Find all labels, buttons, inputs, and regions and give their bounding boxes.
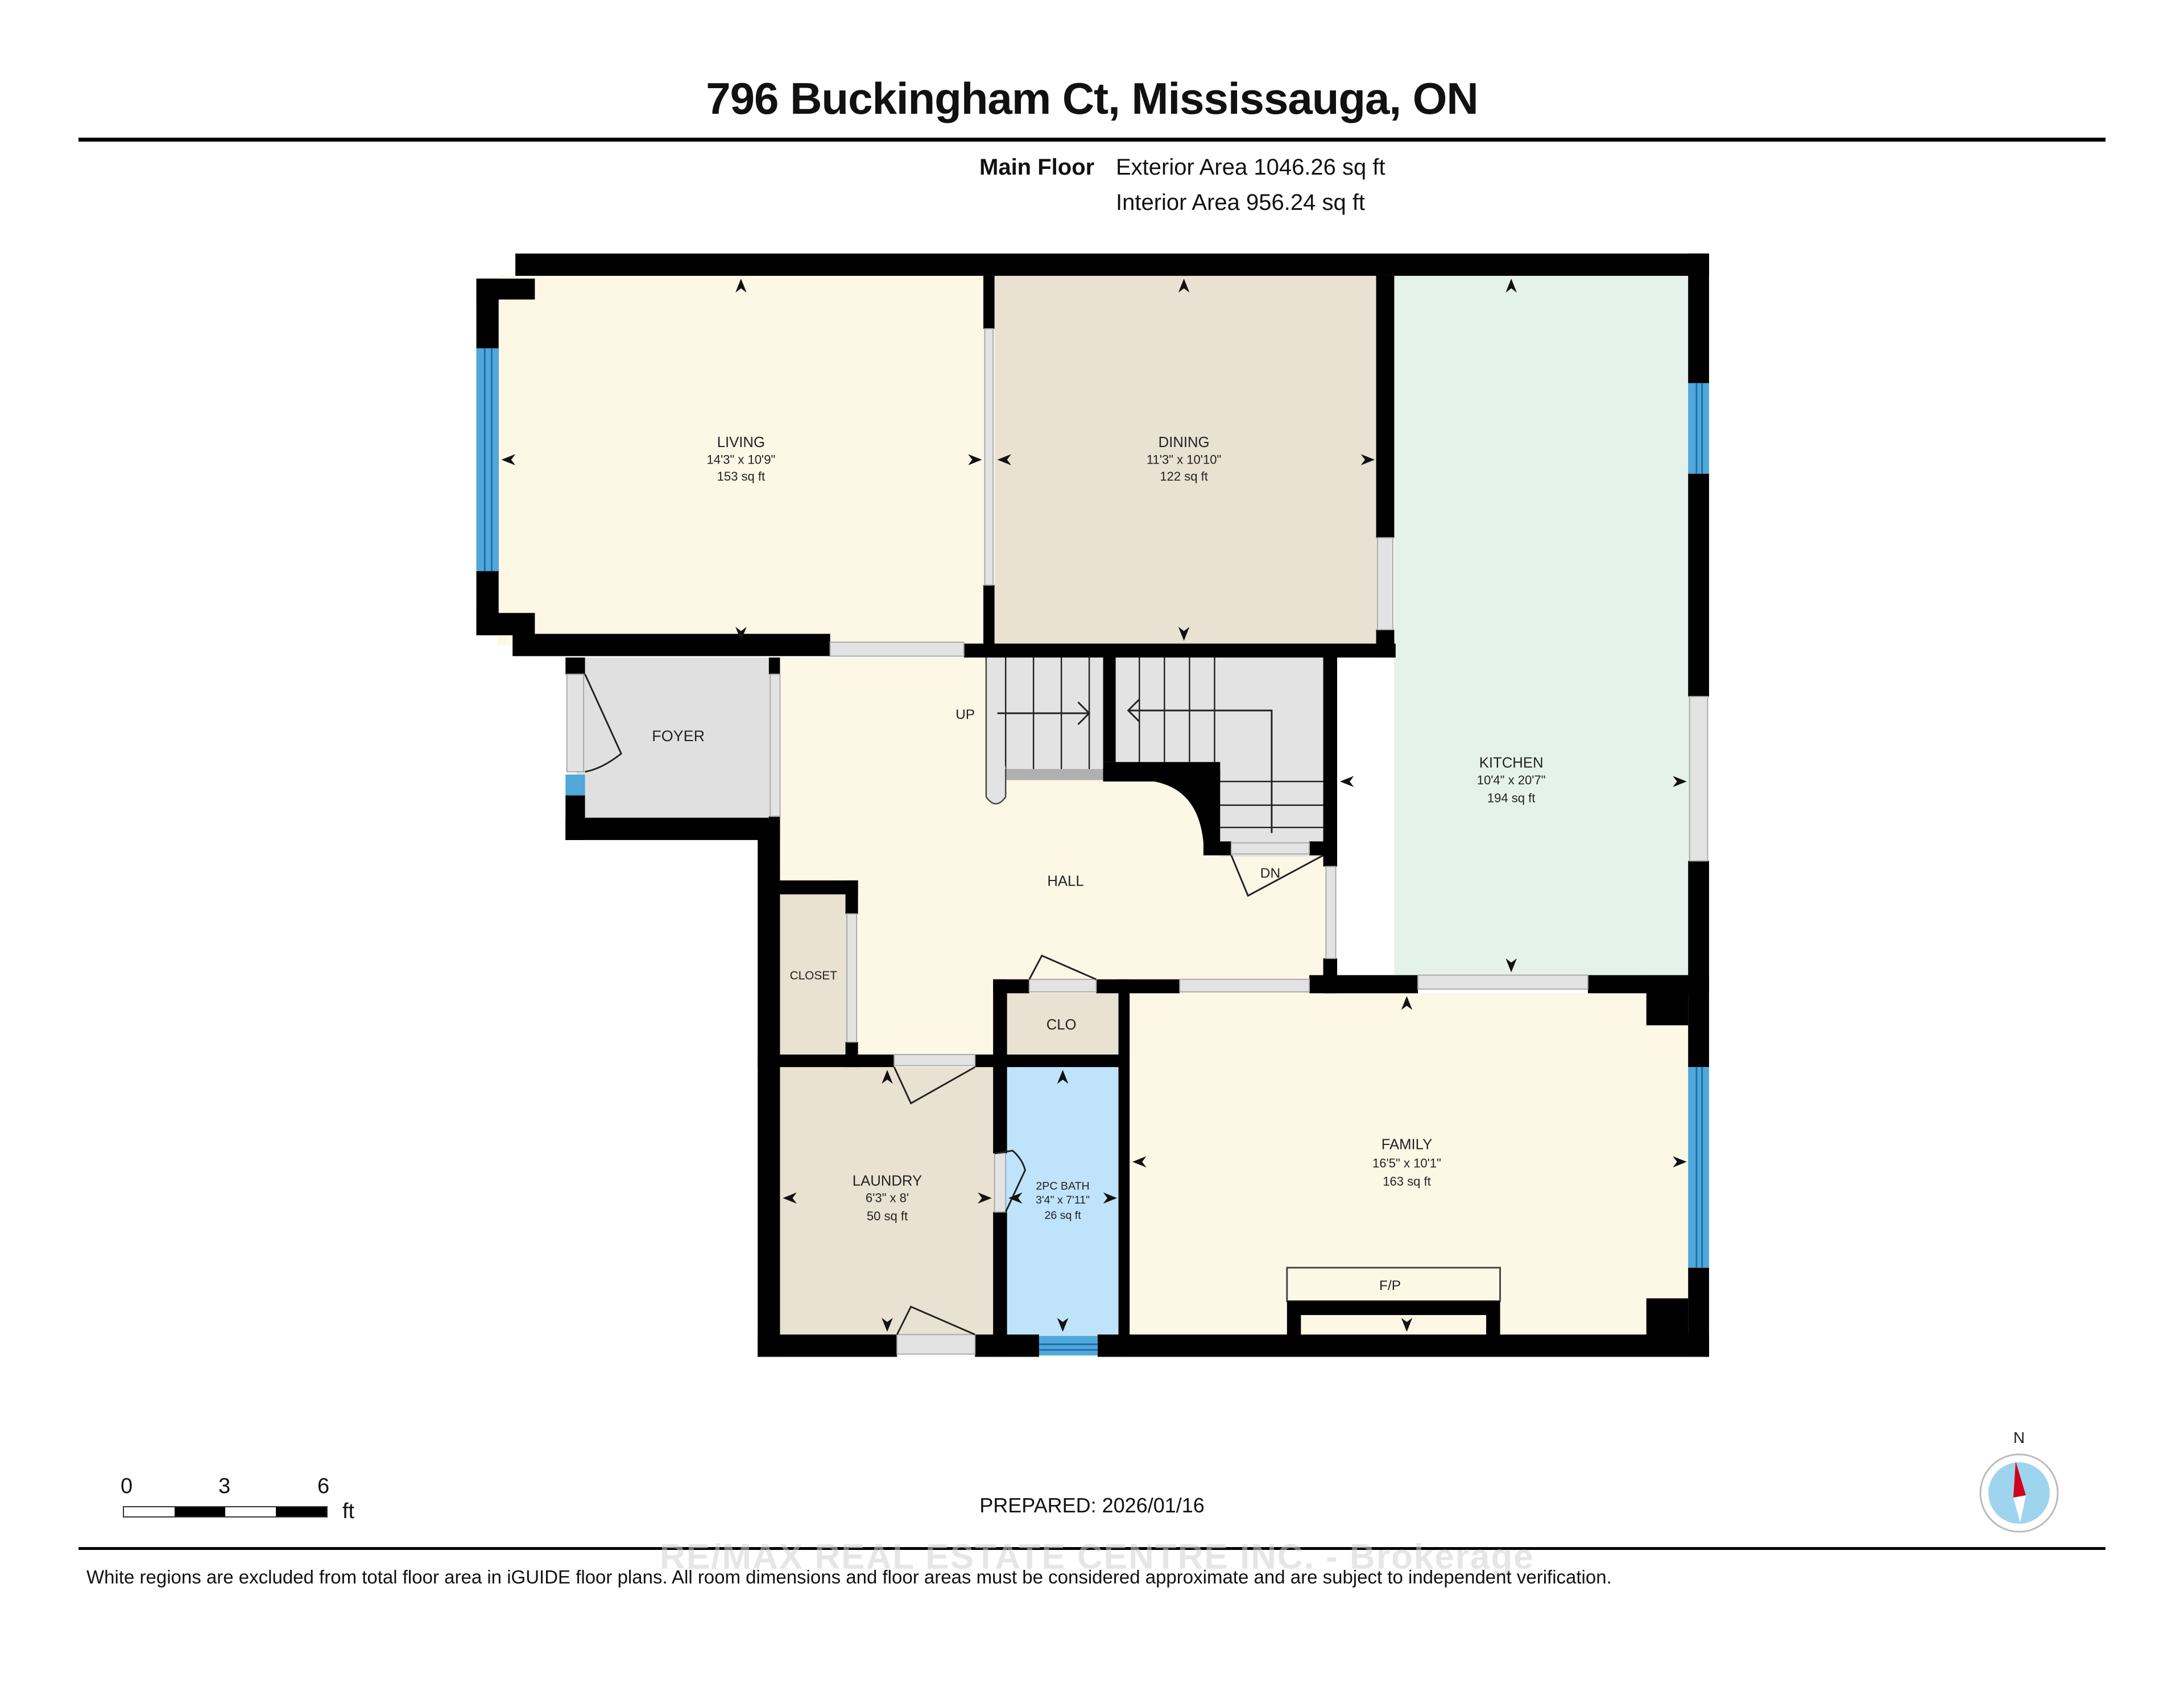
window-foyer (565, 774, 585, 796)
window-bath (1039, 1335, 1098, 1356)
exterior-area: Exterior Area 1046.26 sq ft (1116, 155, 1385, 180)
door-clo (1028, 954, 1097, 981)
window-family (1688, 1067, 1709, 1268)
walls (476, 253, 1709, 1357)
interior-area: Interior Area 956.24 sq ft (1116, 190, 1366, 215)
label-closet: CLOSET (790, 969, 838, 982)
scale-unit: ft (342, 1499, 355, 1523)
room-living (497, 275, 985, 645)
floor-name: Main Floor (979, 155, 1095, 180)
scale-bar: 0 3 6 ft (121, 1474, 359, 1525)
room-foyer (576, 658, 772, 820)
brokerage-watermark: RE/MAX REAL ESTATE CENTRE INC. - Brokera… (660, 1537, 1534, 1577)
room-laundry (780, 1067, 995, 1336)
label-bath: 2PC BATH (1036, 1180, 1089, 1193)
area-bath: 26 sq ft (1044, 1209, 1081, 1222)
page-title: 796 Buckingham Ct, Mississauga, ON (706, 73, 1478, 123)
disclaimer-text: White regions are excluded from total fl… (86, 1566, 1612, 1587)
svg-text:N: N (2013, 1429, 2025, 1446)
dims-living: 14'3" x 10'9" (706, 453, 775, 467)
label-hall: HALL (1047, 874, 1083, 890)
label-stairs-down: DN (1260, 866, 1280, 881)
area-kitchen: 194 sq ft (1487, 791, 1536, 805)
openings (566, 328, 1709, 1355)
label-living: LIVING (717, 435, 765, 450)
dims-bath: 3'4" x 7'11" (1036, 1194, 1090, 1206)
compass-north-needle (2013, 1461, 2026, 1498)
dims-dining: 11'3" x 10'10" (1147, 453, 1221, 467)
area-laundry: 50 sq ft (867, 1209, 908, 1223)
label-foyer: FOYER (652, 727, 705, 745)
scale-tick-0: 0 (121, 1474, 133, 1498)
handrail (985, 658, 1007, 805)
dims-laundry: 6'3" x 8' (866, 1191, 909, 1205)
area-dining: 122 sq ft (1160, 469, 1208, 483)
door-swings (584, 673, 1324, 1335)
stairs-down-arrow (1127, 698, 1273, 833)
door-laundry (893, 1066, 976, 1105)
label-kitchen: KITCHEN (1479, 755, 1544, 771)
windows (476, 348, 1709, 1356)
dims-family: 16'5" x 10'1" (1372, 1156, 1441, 1170)
scale-bar-graphic (123, 1506, 328, 1518)
door-laundry-exterior (896, 1305, 975, 1335)
label-fireplace: F/P (1379, 1278, 1401, 1293)
room-fills (497, 275, 1690, 1336)
prepared-date: PREPARED: 2026/01/16 (979, 1494, 1205, 1517)
label-dining: DINING (1159, 435, 1210, 450)
door-bath (994, 1150, 1027, 1213)
label-laundry: LAUNDRY (853, 1173, 922, 1189)
door-stairs-down (1230, 854, 1324, 897)
stair-landing-step (1006, 768, 1103, 780)
label-family: FAMILY (1381, 1137, 1433, 1153)
dimension-markers (501, 278, 1687, 1332)
label-stairs-up: UP (956, 707, 975, 722)
room-dining (994, 275, 1378, 645)
room-clo (1006, 993, 1120, 1056)
footer-divider (78, 1547, 2106, 1550)
scale-tick-6: 6 (317, 1474, 330, 1498)
stairs (985, 658, 1325, 857)
stairs-up-arrow (997, 701, 1091, 725)
room-bath (1006, 1067, 1120, 1336)
scale-tick-3: 3 (218, 1474, 231, 1498)
room-kitchen (1394, 275, 1690, 977)
title-divider (78, 138, 2106, 142)
room-closet (780, 894, 847, 1056)
dims-kitchen: 10'4" x 20'7" (1477, 773, 1546, 787)
compass-icon: N (1979, 1429, 2059, 1533)
room-labels: LIVING 14'3" x 10'9" 153 sq ft DINING 11… (652, 435, 1545, 1293)
label-clo: CLO (1046, 1017, 1077, 1033)
window-living (476, 348, 499, 572)
window-kitchen (1688, 383, 1709, 474)
area-family: 163 sq ft (1383, 1174, 1431, 1188)
compass-south-needle (2013, 1495, 2026, 1523)
door-foyer (584, 673, 623, 773)
area-living: 153 sq ft (717, 469, 766, 483)
fireplace (1286, 1267, 1502, 1336)
